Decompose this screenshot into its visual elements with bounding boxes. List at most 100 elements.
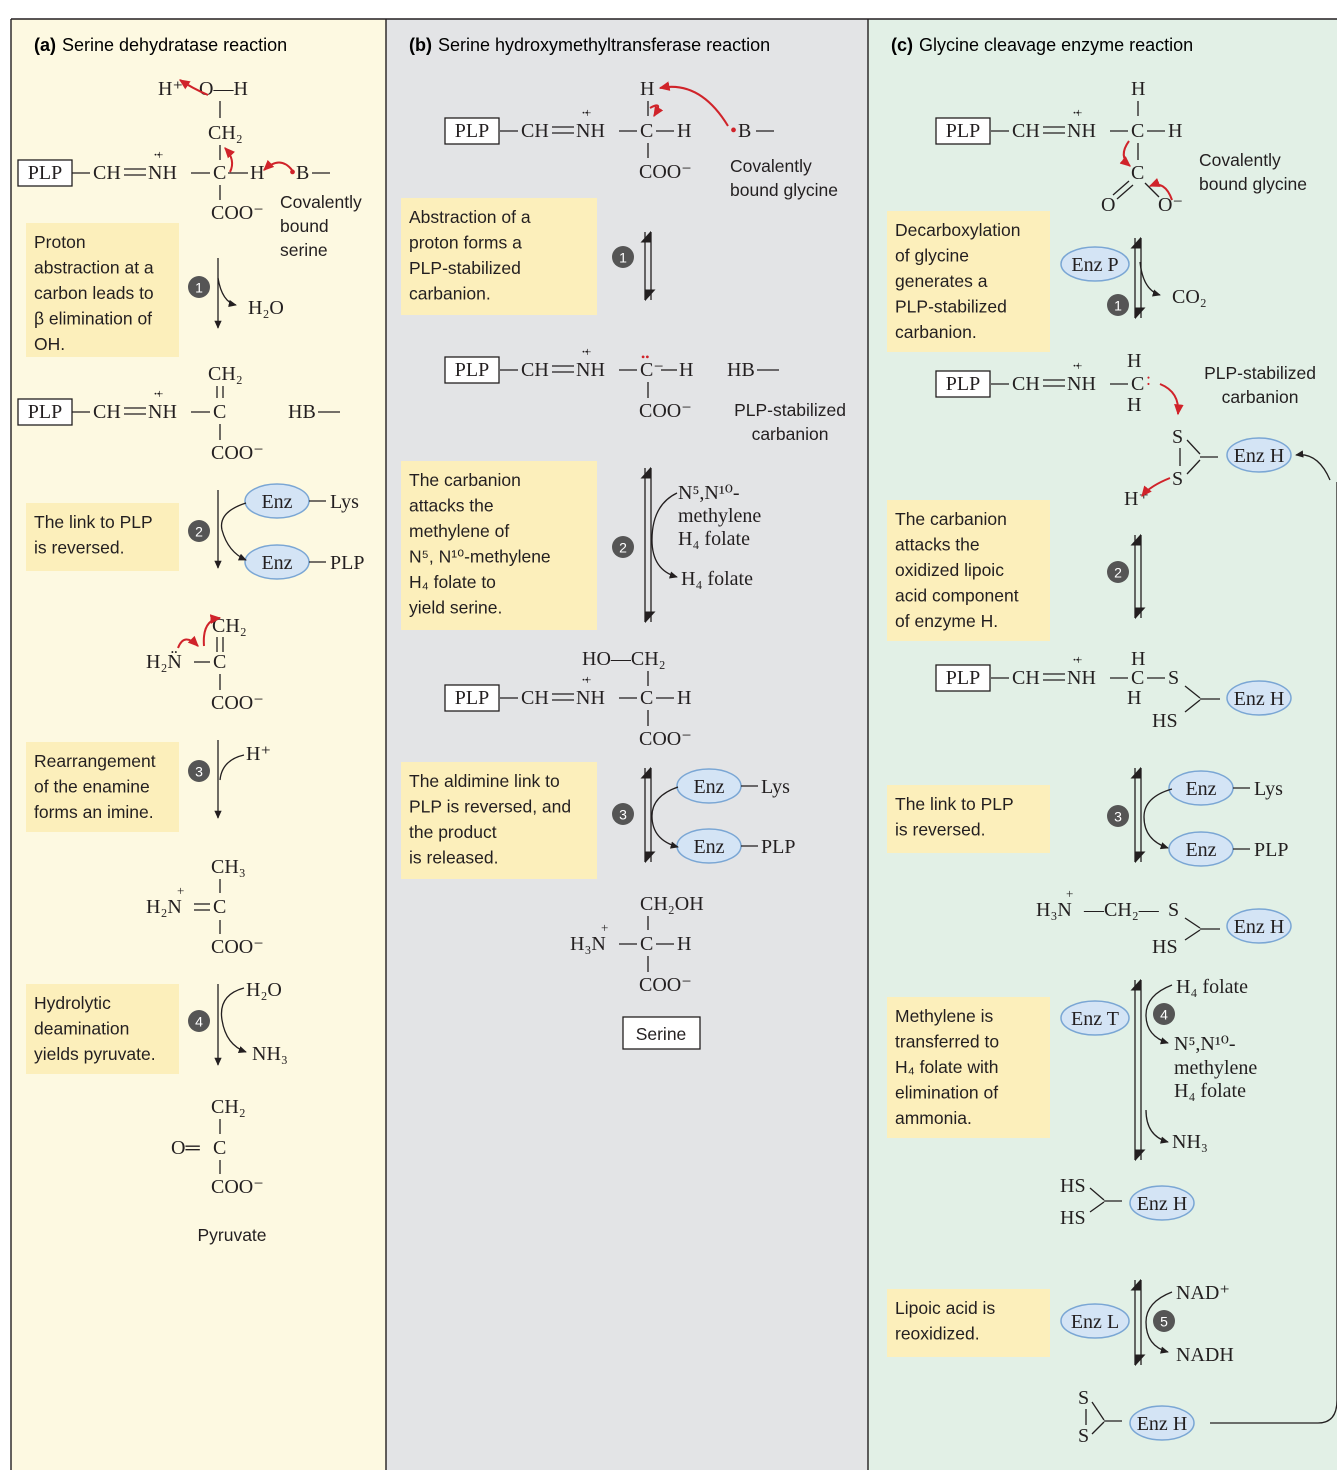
note-c4-text: ammonia. xyxy=(895,1108,972,1128)
h: H xyxy=(679,359,693,381)
note-c2-text: of enzyme H. xyxy=(895,611,998,631)
enzyme-label: Enz xyxy=(693,836,724,858)
thiol: HS xyxy=(1152,710,1178,732)
lone-pair: •• xyxy=(641,350,649,364)
step-number: 2 xyxy=(619,540,627,556)
panel-a-title: (a)Serine dehydratase reaction xyxy=(34,35,287,55)
plp-label: PLP xyxy=(455,687,489,709)
nad-plus: NAD⁺ xyxy=(1176,1282,1230,1304)
note-a1-text: Proton xyxy=(34,232,86,252)
schiff-ch: CH xyxy=(1012,373,1040,395)
alpha-carbon: C xyxy=(1131,120,1144,142)
note-b2-text: yield serine. xyxy=(409,598,502,618)
keto-oxygen: O═ xyxy=(171,1137,200,1159)
step-number: 1 xyxy=(1114,298,1122,314)
serine-label: Serine xyxy=(636,1024,687,1044)
note-a4-box xyxy=(26,984,179,1074)
carbon: C xyxy=(213,651,226,673)
h-plus: H⁺ xyxy=(246,743,271,765)
carbanion: C xyxy=(1131,373,1144,395)
lone-pair: ¨ xyxy=(1073,107,1079,127)
alpha-h: H xyxy=(677,120,691,142)
side-arrow xyxy=(1145,984,1173,1045)
plp-label: PLP xyxy=(455,359,489,381)
note-b3-text: the product xyxy=(409,822,497,842)
side-arrow xyxy=(1143,788,1173,850)
charge-plus: + xyxy=(584,105,591,120)
lone-pair: ¨ xyxy=(154,149,160,169)
step-number-circle xyxy=(1107,294,1129,316)
step-number: 4 xyxy=(1160,1007,1168,1023)
plp-released: PLP xyxy=(330,552,364,574)
note-a3-text: of the enamine xyxy=(34,777,150,797)
water: H₂O xyxy=(248,297,284,319)
label-bound-serine: bound xyxy=(280,216,329,236)
h: H xyxy=(640,78,654,100)
enzyme-label: Enz L xyxy=(1071,1311,1119,1333)
bond xyxy=(1184,699,1201,713)
carboxylate: COO⁻ xyxy=(639,161,692,183)
bond xyxy=(1184,929,1201,941)
lysine: Lys xyxy=(761,776,790,798)
plp-box xyxy=(444,684,500,712)
base: B xyxy=(738,120,751,142)
electron-arrow xyxy=(1148,177,1173,201)
schiff-ch: CH xyxy=(521,120,549,142)
note-c4-text: Methylene is xyxy=(895,1006,993,1026)
note-a3-box xyxy=(26,742,179,832)
note-b1-text: Abstraction of a xyxy=(409,207,531,227)
step-number: 2 xyxy=(1114,565,1122,581)
note-b3-text: The aldimine link to xyxy=(409,771,560,791)
oxide: O⁻ xyxy=(1158,194,1183,216)
bond xyxy=(1091,1421,1105,1435)
note-b1-text: PLP-stabilized xyxy=(409,258,521,278)
sulfur: S xyxy=(1172,468,1183,490)
lone-pair: • xyxy=(730,120,737,142)
note-c2-text: acid component xyxy=(895,586,1019,606)
side-arrow xyxy=(217,277,237,308)
carbanion: C⁻ xyxy=(640,359,664,381)
electron-arrow xyxy=(177,635,199,649)
step-number: 2 xyxy=(195,524,203,540)
step-number-circle xyxy=(612,536,634,558)
lysine: Lys xyxy=(330,491,359,513)
note-b3-text: is released. xyxy=(409,848,499,868)
sulfur: S xyxy=(1078,1387,1089,1409)
ammonium: H₃N xyxy=(1036,899,1072,921)
alpha-carbon: C xyxy=(640,687,653,709)
h: H xyxy=(1131,648,1145,670)
lone-pair: ¨ xyxy=(582,107,588,127)
note-b1-box xyxy=(401,198,597,315)
side-arrow xyxy=(1145,1291,1173,1354)
lone-pair: : xyxy=(1146,369,1151,389)
note-c1-text: generates a xyxy=(895,271,988,291)
note-b2-text: The carbanion xyxy=(409,470,521,490)
charge-plus: + xyxy=(584,344,591,359)
enzyme-label: Enz xyxy=(261,552,292,574)
carboxylate: COO⁻ xyxy=(639,974,692,996)
alpha-carbon: C xyxy=(640,933,653,955)
label-carbanion: carbanion xyxy=(1222,387,1299,407)
carboxylate: COO⁻ xyxy=(639,728,692,750)
schiff-ch: CH xyxy=(521,359,549,381)
enzyme-ellipse xyxy=(1226,437,1292,473)
enzyme-label: Enz H xyxy=(1137,1193,1188,1215)
plp-box xyxy=(17,398,73,426)
step-number-circle xyxy=(188,520,210,542)
label-carbanion: carbanion xyxy=(752,424,829,444)
plp-label: PLP xyxy=(28,401,62,423)
enzyme-ellipse xyxy=(1226,680,1292,716)
methylene: CH₂ xyxy=(208,363,243,385)
step-number-circle xyxy=(1107,561,1129,583)
enzyme-label: Enz H xyxy=(1234,445,1285,467)
note-c4-box xyxy=(887,997,1050,1138)
note-b3-text: PLP is reversed, and xyxy=(409,797,571,817)
note-c1-box xyxy=(887,211,1050,352)
bond xyxy=(1091,1401,1105,1421)
lone-pair: ¨ xyxy=(1073,360,1079,380)
note-a1-text: β elimination of xyxy=(34,309,152,329)
double-bond xyxy=(1116,184,1134,200)
plp-label: PLP xyxy=(28,162,62,184)
note-a1-box xyxy=(26,223,179,357)
